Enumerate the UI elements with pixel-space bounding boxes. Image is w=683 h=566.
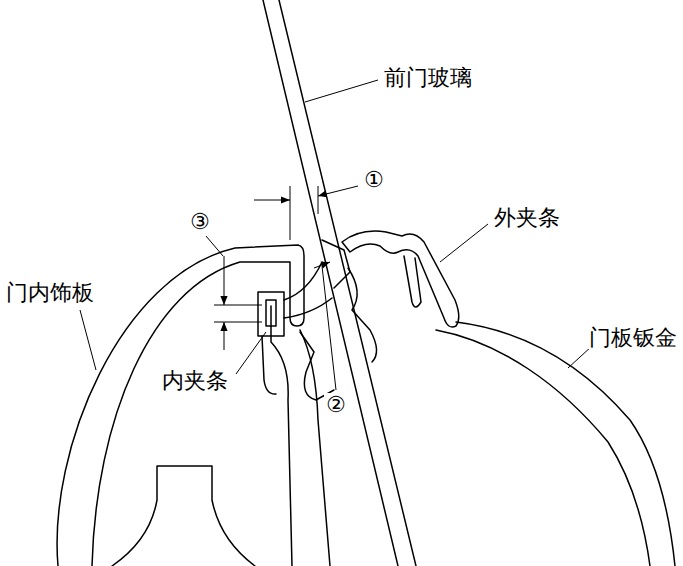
leader-line xyxy=(568,346,592,368)
outer-seal xyxy=(348,268,377,362)
extension-line xyxy=(214,305,262,306)
outer-clip xyxy=(342,231,459,327)
seal-lip xyxy=(300,332,334,400)
glass-edge xyxy=(263,0,398,566)
dimension-arrow xyxy=(254,200,290,201)
bracket xyxy=(112,466,255,566)
leader-line xyxy=(305,80,378,102)
extension-line xyxy=(290,186,291,240)
leader-line xyxy=(322,266,336,390)
dimension-arrow xyxy=(224,256,225,305)
leader-line xyxy=(440,224,488,262)
inner-panel xyxy=(300,330,330,566)
dimension-arrow xyxy=(314,262,330,268)
callout-number: ③ xyxy=(188,210,212,233)
seal-lip xyxy=(284,298,332,318)
seal-lip xyxy=(284,262,322,300)
part-label: 外夹条 xyxy=(492,206,562,229)
part-label: 前门玻璃 xyxy=(382,66,474,89)
callout-number: ② xyxy=(324,393,348,416)
extension-line xyxy=(214,322,262,323)
leader-line xyxy=(206,236,223,256)
dimension-arrow xyxy=(318,186,358,196)
part-label: 内夹条 xyxy=(160,369,230,392)
outer-clip xyxy=(404,256,421,307)
extension-line xyxy=(318,186,319,214)
dimension-arrow xyxy=(224,322,225,350)
callout-number: ① xyxy=(362,168,386,191)
door-skin xyxy=(456,322,675,566)
leader-line xyxy=(236,332,266,374)
inner-panel xyxy=(271,306,292,566)
door-skin xyxy=(436,330,650,566)
leader-line xyxy=(80,310,96,370)
part-label: 门板钣金 xyxy=(587,326,679,349)
part-label: 门内饰板 xyxy=(4,281,96,304)
